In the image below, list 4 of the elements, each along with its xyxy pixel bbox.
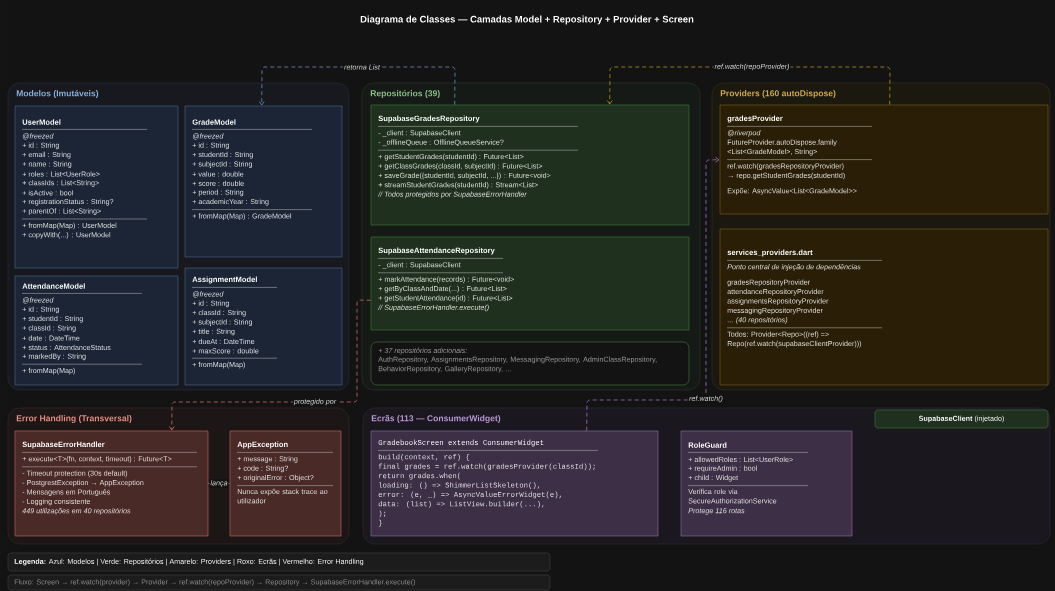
arrow <box>168 299 372 431</box>
arrow <box>258 66 456 106</box>
title: Diagrama de Classes — Camadas Model + Repository + Provider + Screen <box>360 15 694 25</box>
arrow <box>586 156 720 432</box>
